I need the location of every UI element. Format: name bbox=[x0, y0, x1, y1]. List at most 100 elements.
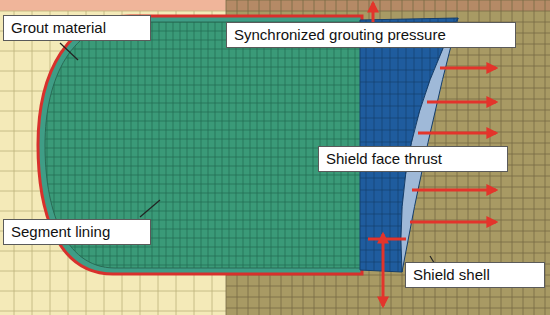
mesh-line bbox=[257, 15, 258, 275]
mesh-line bbox=[40, 256, 362, 257]
mesh-line bbox=[40, 211, 362, 212]
mesh-line bbox=[40, 193, 362, 194]
mesh-line bbox=[430, 15, 431, 275]
mesh-line bbox=[360, 142, 460, 143]
mesh-line bbox=[438, 15, 439, 275]
mesh-line bbox=[32, 11, 33, 315]
mesh-line bbox=[226, 308, 550, 309]
mesh-line bbox=[222, 15, 223, 275]
mesh-line bbox=[226, 297, 550, 298]
callout-box: Synchronized grouting pressure bbox=[226, 22, 516, 48]
mesh-line bbox=[360, 82, 460, 83]
callout-text: Grout material bbox=[4, 16, 113, 39]
mesh-line bbox=[374, 15, 375, 275]
shield-face bbox=[401, 18, 458, 272]
thrust-arrows bbox=[410, 33, 496, 222]
mesh-line bbox=[360, 250, 460, 251]
mesh-line bbox=[278, 15, 279, 275]
mesh-line bbox=[208, 15, 209, 275]
mesh-line bbox=[313, 15, 314, 275]
mesh-line bbox=[40, 175, 362, 176]
mesh-line bbox=[360, 94, 460, 95]
mesh-line bbox=[40, 76, 362, 77]
mesh-line bbox=[40, 184, 362, 185]
pressure-line bbox=[368, 238, 406, 241]
mesh-line bbox=[226, 0, 550, 1]
thrust-arrow bbox=[418, 132, 496, 135]
mesh-line bbox=[236, 15, 237, 275]
callout-box: Segment lining bbox=[3, 219, 151, 245]
mesh-line bbox=[390, 15, 391, 275]
mesh-line bbox=[327, 15, 328, 275]
callout-text: Synchronized grouting pressure bbox=[227, 23, 453, 46]
mesh-line bbox=[366, 15, 367, 275]
mesh-line bbox=[215, 15, 216, 275]
mesh-line bbox=[243, 15, 244, 275]
mesh-line bbox=[250, 15, 251, 275]
mesh-line bbox=[360, 106, 460, 107]
mesh-line bbox=[166, 15, 167, 275]
mesh-line bbox=[40, 265, 362, 266]
mesh-line bbox=[40, 202, 362, 203]
pressure-arrow bbox=[382, 234, 385, 306]
mesh-line bbox=[40, 67, 362, 68]
thrust-arrow bbox=[440, 67, 496, 70]
mesh-line bbox=[226, 11, 550, 12]
mesh-line bbox=[271, 15, 272, 275]
mesh-line bbox=[360, 130, 460, 131]
mesh-line bbox=[360, 118, 460, 119]
mesh-line bbox=[0, 11, 226, 12]
thrust-arrow bbox=[412, 189, 496, 192]
shield-mesh bbox=[360, 15, 460, 275]
callout-box: Grout material bbox=[3, 15, 151, 41]
mesh-line bbox=[285, 15, 286, 275]
mesh-line bbox=[40, 112, 362, 113]
mesh-line bbox=[180, 15, 181, 275]
mesh-line bbox=[306, 15, 307, 275]
mesh-line bbox=[40, 247, 362, 248]
mesh-line bbox=[334, 15, 335, 275]
mesh-line bbox=[360, 238, 460, 239]
mesh-line bbox=[40, 94, 362, 95]
mesh-line bbox=[40, 103, 362, 104]
mesh-line bbox=[40, 166, 362, 167]
mesh-line bbox=[341, 15, 342, 275]
mesh-line bbox=[40, 121, 362, 122]
mesh-line bbox=[194, 15, 195, 275]
mesh-line bbox=[40, 139, 362, 140]
mesh-line bbox=[0, 291, 226, 292]
surface-layer bbox=[0, 0, 226, 11]
mesh-line bbox=[152, 15, 153, 275]
mesh-line bbox=[40, 130, 362, 131]
mesh-line bbox=[40, 58, 362, 59]
mesh-line bbox=[299, 15, 300, 275]
mesh-line bbox=[355, 15, 356, 275]
leader-line bbox=[140, 200, 160, 217]
thrust-arrow bbox=[427, 101, 496, 104]
mesh-line bbox=[292, 15, 293, 275]
leader-line bbox=[60, 43, 78, 60]
mesh-line bbox=[159, 15, 160, 275]
callout-text: Shield face thrust bbox=[319, 147, 449, 170]
mesh-line bbox=[40, 85, 362, 86]
mesh-line bbox=[229, 15, 230, 275]
mesh-line bbox=[40, 157, 362, 158]
shield-shell bbox=[360, 18, 458, 272]
mesh-line bbox=[320, 15, 321, 275]
callout-text: Segment lining bbox=[4, 220, 117, 243]
mesh-line bbox=[68, 11, 69, 315]
mesh-line bbox=[14, 11, 15, 315]
mesh-line bbox=[40, 148, 362, 149]
mesh-line bbox=[264, 15, 265, 275]
mesh-line bbox=[398, 15, 399, 275]
mesh-line bbox=[40, 49, 362, 50]
mesh-line bbox=[0, 311, 226, 312]
callout-box: Shield shell bbox=[405, 262, 545, 288]
mesh-line bbox=[348, 15, 349, 275]
mesh-line bbox=[187, 15, 188, 275]
callout-text: Shield shell bbox=[406, 263, 497, 286]
mesh-line bbox=[454, 15, 455, 275]
mesh-line bbox=[201, 15, 202, 275]
callout-box: Shield face thrust bbox=[318, 146, 508, 172]
thrust-arrow bbox=[410, 221, 496, 224]
